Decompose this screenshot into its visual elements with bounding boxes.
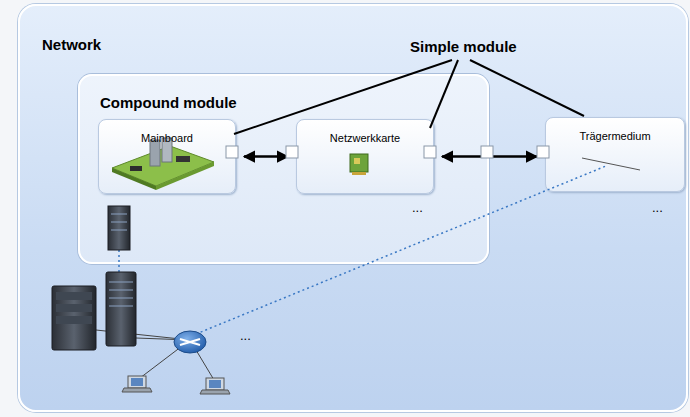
network-card-icon	[350, 154, 368, 175]
module-heading: Compound module	[100, 94, 237, 111]
medium-line	[582, 158, 640, 170]
ellipsis-mark: ...	[412, 200, 423, 215]
module-name: Netzwerkkarte	[330, 132, 400, 144]
laptop-icon	[200, 378, 230, 394]
server-icon	[106, 272, 136, 346]
ellipsis-mark: ...	[240, 328, 251, 343]
leader-lines	[234, 60, 584, 134]
module-name: Trägermedium	[579, 130, 650, 142]
server-icon	[108, 206, 130, 250]
port-squares	[226, 146, 549, 158]
dotted-link	[118, 250, 120, 272]
mainboard-picture	[112, 138, 214, 190]
callout-label: Simple module	[410, 38, 517, 55]
dotted-link	[196, 166, 606, 334]
ellipsis-mark: ...	[652, 200, 663, 215]
simple-module-box: Trägermedium	[545, 117, 685, 192]
server-icon	[52, 286, 96, 350]
module-heading: Network	[42, 36, 101, 53]
router-symbol	[174, 331, 206, 353]
module-name: Mainboard	[141, 132, 193, 144]
double-arrow	[244, 155, 288, 158]
laptop-icon	[122, 376, 152, 392]
